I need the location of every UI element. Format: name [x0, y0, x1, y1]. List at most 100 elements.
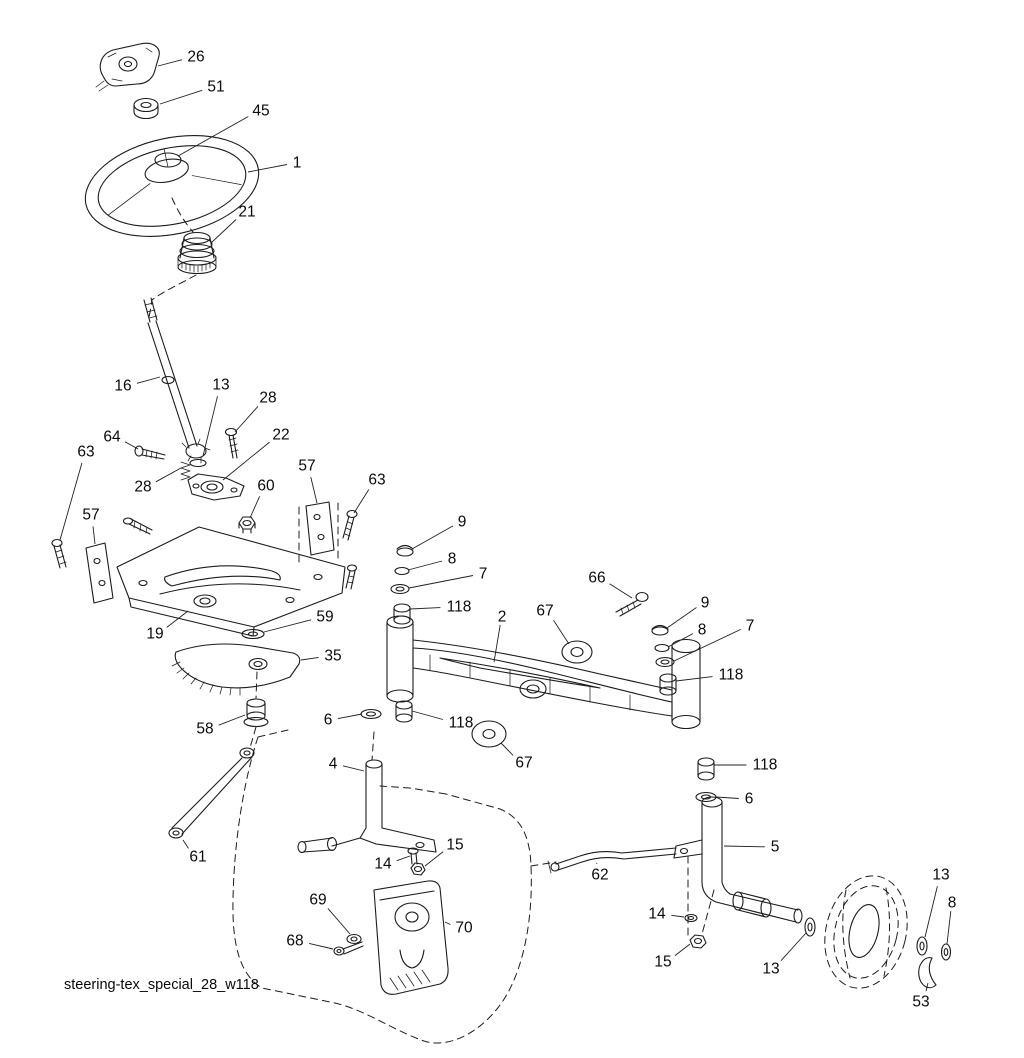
- callout-label-66: 66: [588, 570, 605, 587]
- callout-label-63: 63: [77, 444, 94, 461]
- callout-label-16: 16: [114, 378, 131, 395]
- bolt-68-drawing: [333, 941, 364, 956]
- callout-leader-line: [247, 164, 288, 173]
- callout-leader-line: [673, 628, 741, 662]
- callout-label-19: 19: [146, 626, 163, 643]
- left-pivot-stack-drawing: [390, 544, 414, 625]
- callout-leader-line: [424, 851, 444, 867]
- callout-leader-line: [308, 942, 334, 950]
- nut-15-right-drawing: [689, 934, 707, 949]
- callout-label-59: 59: [316, 609, 333, 626]
- callout-label-64: 64: [103, 429, 121, 446]
- washer-69-drawing: [346, 933, 362, 945]
- callout-label-61: 61: [189, 849, 206, 866]
- callout-leader-line: [407, 560, 443, 571]
- leader-lines: [59, 59, 952, 992]
- callout-leader-line: [444, 921, 451, 925]
- callout-label-6: 6: [745, 791, 754, 808]
- callout-label-22: 22: [272, 427, 289, 444]
- bushing-51-drawing: [133, 97, 159, 120]
- bolt-64-drawing: [134, 445, 166, 460]
- callout-label-8: 8: [448, 551, 457, 568]
- callout-label-9: 9: [701, 595, 710, 612]
- callout-leader-line: [234, 405, 259, 433]
- drag-link-drawing: [168, 747, 255, 839]
- callout-label-35: 35: [324, 648, 341, 665]
- washer-13-right-drawing: [916, 936, 928, 956]
- callout-leader-line: [327, 908, 351, 935]
- left-spindle-drawing: [297, 759, 437, 854]
- callout-leader-line: [396, 855, 411, 862]
- hub-cap-45-drawing: [154, 152, 182, 168]
- callout-leader-line: [202, 396, 218, 457]
- callout-leader-line: [674, 943, 691, 956]
- callout-leader-line: [59, 462, 83, 541]
- bushing-58-drawing: [243, 698, 269, 728]
- callout-leader-line: [925, 982, 929, 992]
- callout-leader-line: [408, 575, 474, 589]
- washer-13-left-drawing: [804, 917, 816, 937]
- washer-67-upper-drawing: [561, 640, 593, 664]
- callout-label-13: 13: [762, 961, 779, 978]
- callout-leader-line: [210, 219, 237, 244]
- callout-label-118: 118: [447, 599, 472, 616]
- bolt-14-left-drawing: [407, 847, 419, 865]
- callout-label-6: 6: [324, 712, 333, 729]
- callout-label-62: 62: [591, 867, 608, 884]
- callout-label-28: 28: [259, 390, 276, 407]
- diagram-caption: steering-tex_special_28_w118: [64, 977, 259, 993]
- callout-leader-line: [124, 441, 139, 450]
- callout-leader-line: [500, 742, 514, 756]
- callout-label-70: 70: [455, 920, 473, 937]
- callout-leader-line: [92, 526, 96, 545]
- callout-label-21: 21: [238, 204, 255, 221]
- callout-leader-line: [155, 467, 182, 483]
- callout-label-69: 69: [309, 892, 326, 909]
- callout-label-45: 45: [252, 103, 269, 120]
- callout-label-1: 1: [293, 155, 302, 172]
- callout-leader-line: [182, 839, 189, 849]
- spring-28-drawing: [180, 461, 191, 481]
- bracket-57-left-drawing: [85, 542, 114, 604]
- callout-leader-line: [609, 583, 633, 599]
- callout-leader-line: [409, 607, 441, 610]
- callout-leader-line: [136, 376, 161, 384]
- washer-8-right-drawing: [940, 943, 952, 961]
- callout-leader-line: [337, 713, 363, 720]
- callout-leader-line: [218, 714, 246, 726]
- bolt-63-mid-drawing: [122, 517, 153, 535]
- callout-label-118: 118: [449, 715, 474, 732]
- callout-label-15: 15: [446, 837, 463, 854]
- callout-label-13: 13: [932, 867, 949, 884]
- callout-label-67: 67: [515, 755, 532, 772]
- callout-label-57: 57: [82, 507, 99, 524]
- bolt-63-right-drawing: [342, 509, 358, 541]
- callout-leader-line: [177, 116, 249, 157]
- bracket-57-right-drawing: [298, 501, 339, 563]
- tie-rod-drawing: [547, 847, 677, 874]
- callout-leader-line: [946, 911, 952, 945]
- callout-leader-line: [411, 710, 444, 720]
- callout-label-118: 118: [719, 667, 744, 684]
- callout-leader-line: [300, 656, 319, 661]
- right-pivot-stack-drawing: [651, 624, 677, 696]
- callout-leader-line: [222, 441, 270, 481]
- callout-leader-line: [166, 610, 189, 628]
- callout-label-53: 53: [912, 994, 929, 1011]
- callout-label-63: 63: [368, 472, 385, 489]
- callout-label-7: 7: [746, 618, 755, 635]
- bellcrank-drawing: [373, 880, 449, 995]
- callout-label-57: 57: [298, 458, 315, 475]
- ignition-switch-drawing: [95, 42, 160, 92]
- callout-leader-line: [249, 496, 261, 519]
- callout-leader-line: [157, 59, 183, 67]
- callout-leader-line: [493, 624, 501, 663]
- callout-leader-line: [715, 796, 739, 799]
- callout-label-14: 14: [648, 906, 666, 923]
- sector-gear-drawing: [171, 643, 301, 696]
- callout-label-51: 51: [207, 79, 224, 96]
- bolt-63-lower-right-drawing: [345, 564, 358, 590]
- callout-leader-line: [666, 607, 697, 629]
- callout-leader-line: [310, 476, 318, 504]
